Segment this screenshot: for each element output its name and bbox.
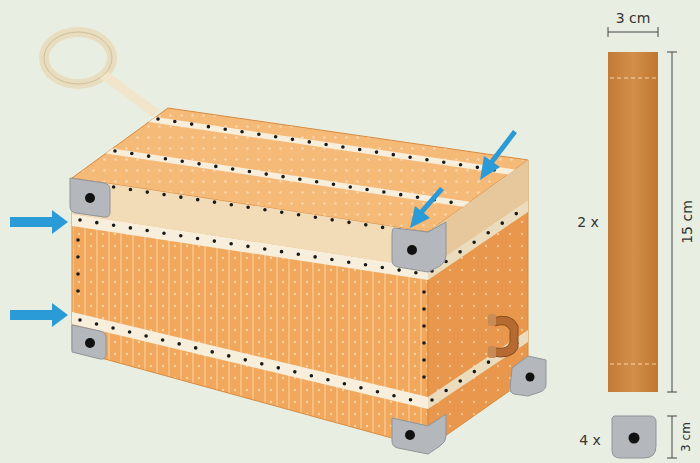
dimension-tick (667, 52, 677, 53)
pointer-arrow (10, 303, 68, 327)
quantity-label: 2 x (577, 215, 599, 229)
dimension-line (608, 32, 658, 33)
pointer-arrow (10, 210, 68, 234)
dimension-label: 15 cm (680, 200, 694, 244)
rivet-row (158, 119, 508, 172)
corner-piece (72, 325, 106, 359)
corner-rivet (526, 373, 535, 382)
dimension-line (672, 416, 673, 458)
corner-rivet (629, 433, 640, 444)
corner-rivet (85, 338, 95, 348)
tape-roll (44, 32, 160, 117)
corner-piece (392, 222, 446, 272)
dimension-label: 3 cm (616, 11, 651, 25)
tape-roll-ring (44, 32, 112, 84)
corner-piece (392, 414, 446, 454)
quantity-label: 4 x (579, 433, 601, 447)
dimension-tick (667, 392, 677, 393)
rivet-row (422, 292, 426, 390)
dimension-tick (667, 458, 677, 459)
rivet-row (80, 220, 424, 274)
tape-band (72, 214, 428, 280)
fold-line (610, 78, 656, 79)
tape-strip (100, 72, 160, 117)
dimension-lines (608, 27, 677, 458)
part-templates (608, 52, 658, 458)
dimension-label: 3 cm (680, 422, 692, 452)
tape-band (149, 117, 515, 174)
chest (70, 108, 546, 454)
dimension-line (672, 52, 673, 392)
corner-pieces (70, 178, 546, 454)
tape-roll-edge (44, 32, 112, 84)
dimension-tick (667, 416, 677, 417)
corner-template (612, 416, 656, 458)
rivet-dots (78, 119, 526, 403)
corner-rivet (405, 430, 415, 440)
handle-mount (488, 314, 496, 326)
dimension-tick (608, 27, 609, 37)
corner-rivet (85, 193, 95, 203)
rivet-row (76, 240, 80, 305)
handle-mount (488, 346, 496, 358)
corner-rivet (407, 245, 417, 255)
pointer-arrow (410, 187, 444, 228)
rivet-row (80, 320, 424, 403)
corner-piece (510, 356, 546, 396)
dimension-tick (658, 27, 659, 37)
rivet-row (80, 182, 420, 233)
fold-line (610, 364, 656, 365)
tape-band (72, 312, 428, 409)
pointer-arrows (10, 130, 517, 327)
pointer-arrow (480, 130, 517, 180)
corner-piece (70, 178, 110, 217)
tape-strip-template (608, 52, 658, 392)
